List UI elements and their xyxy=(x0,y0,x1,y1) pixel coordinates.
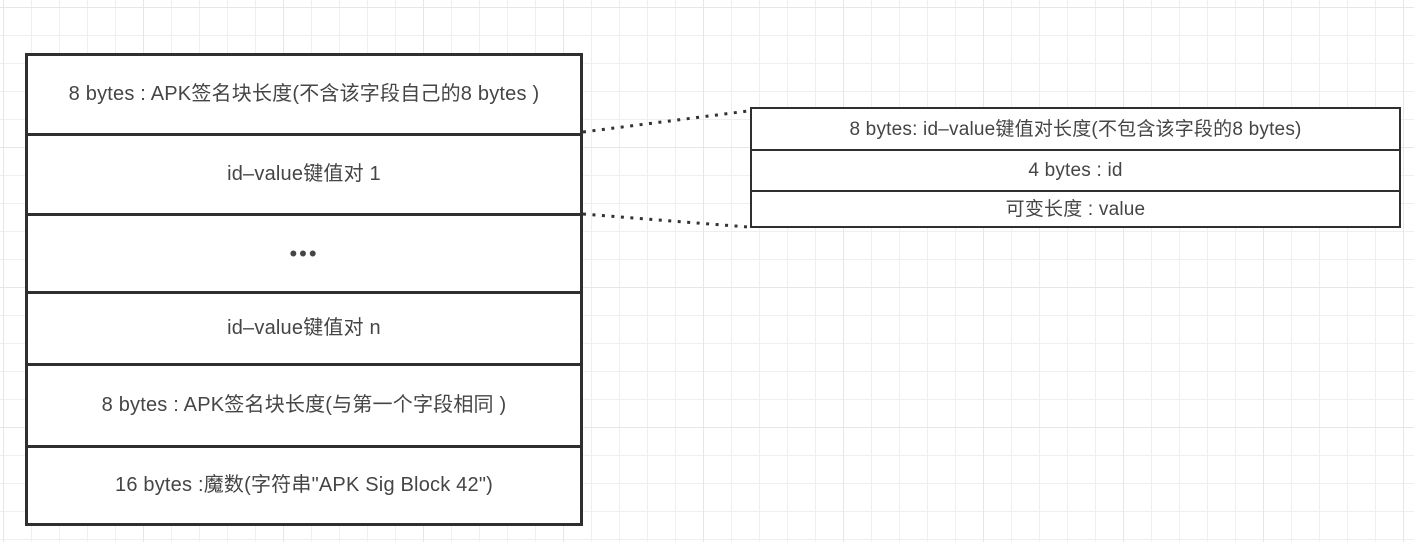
block-row-size-top: 8 bytes : APK签名块长度(不含该字段自己的8 bytes ) xyxy=(68,83,540,105)
apk-signing-block-box: 8 bytes : APK签名块长度(不含该字段自己的8 bytes ) id–… xyxy=(25,53,583,526)
pair-row-value: 可变长度 : value xyxy=(752,190,1399,226)
block-row-pair-1: id–value键值对 1 xyxy=(28,133,580,213)
block-row-size-bottom: 8 bytes : APK签名块长度(与第一个字段相同 ) xyxy=(28,363,580,445)
pair-row-id: 4 bytes : id xyxy=(752,149,1399,190)
id-value-pair-detail-box: 8 bytes: id–value键值对长度(不包含该字段的8 bytes) 4… xyxy=(750,107,1401,228)
pair-row-length: 8 bytes: id–value键值对长度(不包含该字段的8 bytes) xyxy=(849,118,1302,140)
block-row-ellipsis: ••• xyxy=(28,213,580,291)
connector-line-top xyxy=(582,109,749,134)
block-row-pair-n: id–value键值对 n xyxy=(28,291,580,363)
connector-line-bottom xyxy=(582,212,749,229)
block-row-magic: 16 bytes :魔数(字符串"APK Sig Block 42") xyxy=(28,445,580,523)
